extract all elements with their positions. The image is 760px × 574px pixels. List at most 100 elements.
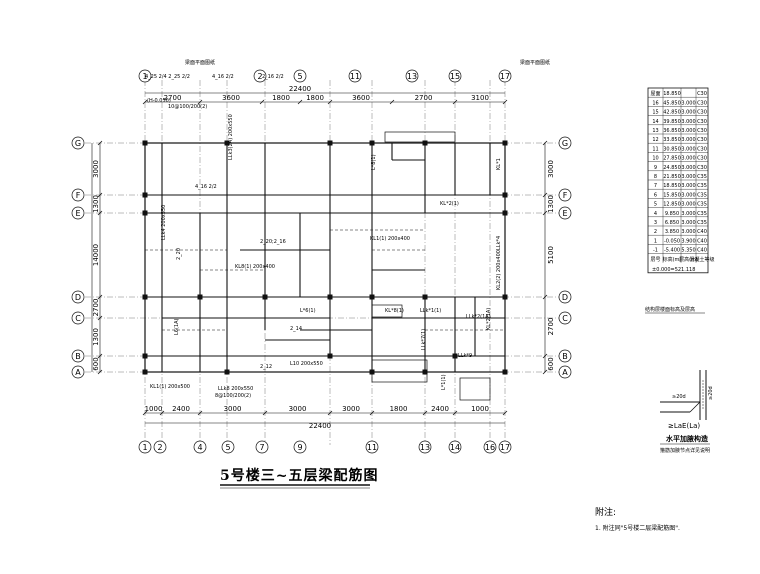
top-col-bubble-label-3: 11: [350, 72, 360, 81]
column-6: [142, 192, 148, 198]
bottom-col-bubble-label-2: 4: [197, 443, 202, 452]
beam-label-18: L*6(1): [300, 308, 316, 314]
notes-item-1: 1. 附注同"5号楼二层梁配筋图".: [595, 524, 680, 532]
table-header-1: 标高(m): [663, 256, 682, 263]
beam-label-17: LLk*7(1): [421, 329, 427, 350]
bottom-tick-3: [262, 410, 268, 416]
top-tick-0: [142, 99, 148, 105]
beam-label-5: KL*1: [496, 158, 502, 170]
table-header-3: 混凝土等级: [689, 256, 714, 263]
column-5: [502, 140, 508, 146]
bottom-col-bubble-9: [483, 440, 497, 454]
row-bubble-label-B-1: B: [562, 352, 568, 361]
beam-label-6: KL*2(1): [440, 201, 459, 207]
table-cell-5-2: 3.000: [681, 137, 695, 143]
bottom-col-bubble-4: [255, 440, 269, 454]
table-cell-15-1: 3.850: [665, 229, 679, 235]
beam-label-12: L10 200x550: [290, 361, 323, 367]
row-bubble-A-0: [71, 365, 85, 379]
column-11: [197, 294, 203, 300]
column-0: [142, 140, 148, 146]
bottom-col-bubble-label-4: 7: [259, 443, 264, 452]
row-bubble-C-0: [71, 311, 85, 325]
table-cell-8-2: 3.000: [681, 165, 695, 171]
table-cell-15-0: 2: [654, 229, 657, 235]
left-dim-2: 14000: [92, 244, 100, 266]
bottom-dim-3: 3000: [289, 405, 307, 413]
top-col-bubble-3: [348, 69, 362, 83]
bottom-tick-4: [327, 410, 333, 416]
right-dim-4: 600: [547, 357, 555, 370]
row-bubble-label-D-1: D: [562, 293, 568, 302]
column-19: [224, 369, 230, 375]
column-7: [142, 210, 148, 216]
rebar-annotation-5: 2_12: [260, 364, 272, 370]
beam-label-4: L*8(1): [371, 154, 377, 170]
left-tick-0: [97, 140, 103, 146]
top-slab-box: [384, 131, 456, 143]
row-bubble-label-F-1: F: [563, 191, 568, 200]
right-dim-3: 2700: [547, 318, 555, 336]
beam-label-16: KL*8(1): [385, 308, 404, 314]
rebar-annotation-2: 2_16 2/2: [262, 74, 284, 80]
bottom-dim-4: 3000: [342, 405, 360, 413]
table-cell-11-3: C35: [697, 192, 707, 198]
bottom-dim-1: 2400: [172, 405, 190, 413]
bottom-dim-2: 3000: [224, 405, 242, 413]
beam-label-15: L*1(1): [441, 374, 447, 390]
bottom-col-bubble-label-0: 1: [142, 443, 147, 452]
table-cell-0-1: 18.850: [663, 91, 681, 97]
row-bubble-label-D-0: D: [75, 293, 81, 302]
left-tick-3: [97, 294, 103, 300]
row-bubble-D-1: [558, 290, 572, 304]
table-cell-14-2: 3.000: [681, 220, 695, 226]
top-left-tag: 梁面平面图纸: [185, 59, 215, 66]
column-17: [142, 353, 148, 359]
table-cell-12-2: 3.000: [681, 202, 695, 208]
bottom-dim-5: 1800: [390, 405, 408, 413]
table-cell-0-3: C30: [697, 91, 707, 97]
bottom-total-dim: 22400: [309, 422, 331, 430]
right-dim-0: 3000: [547, 160, 555, 178]
row-bubble-E-1: [558, 206, 572, 220]
rebar-annotation-6: (H-0.050): [147, 98, 171, 104]
table-cell-2-3: C30: [697, 110, 707, 116]
table-cell-17-1: -5.400: [664, 248, 680, 254]
table-cell-1-2: 3.000: [681, 100, 695, 106]
table-cell-6-2: 3.000: [681, 146, 695, 152]
notes-heading: 附注:: [595, 506, 616, 518]
bottom-tick-0: [142, 410, 148, 416]
detail-label-bottom: ≥LaE(La): [668, 422, 700, 430]
top-col-bubble-label-4: 13: [407, 72, 417, 81]
top-col-bubble-2: [293, 69, 307, 83]
row-bubble-C-1: [558, 311, 572, 325]
row-bubble-label-F-0: F: [76, 191, 81, 200]
bottom-col-bubble-3: [221, 440, 235, 454]
table-cell-1-3: C30: [697, 100, 707, 106]
table-cell-7-2: 3.000: [681, 156, 695, 162]
right-tick-0: [542, 140, 548, 146]
bottom-dim-7: 1000: [471, 405, 489, 413]
column-24: [452, 353, 458, 359]
table-caption: 结构层楼面标高及层高: [645, 306, 695, 313]
rebar-annotation-4: 2_14: [290, 326, 302, 332]
column-23: [327, 353, 333, 359]
bottom-col-bubble-1: [153, 440, 167, 454]
top-col-bubble-label-2: 5: [297, 72, 302, 81]
beam-label-2: LLk*1(1): [420, 308, 441, 314]
left-dim-4: 1300: [92, 328, 100, 346]
table-base-line: ±0.000=521.118: [652, 267, 695, 273]
table-cell-11-0: 6: [654, 192, 657, 198]
haunch-detail: ≥20d ≥20d ≥LaE(La) 水平加腋构造 箍筋加腋节点详见说明: [660, 370, 714, 454]
bottom-tick-2: [197, 410, 203, 416]
table-header-0: 层号: [650, 257, 660, 263]
left-tick-2: [97, 210, 103, 216]
table-cell-8-1: 24.850: [663, 165, 681, 171]
rebar-annotation-3: 2_20: [176, 248, 182, 260]
column-21: [422, 369, 428, 375]
axis-grid: [85, 80, 565, 445]
